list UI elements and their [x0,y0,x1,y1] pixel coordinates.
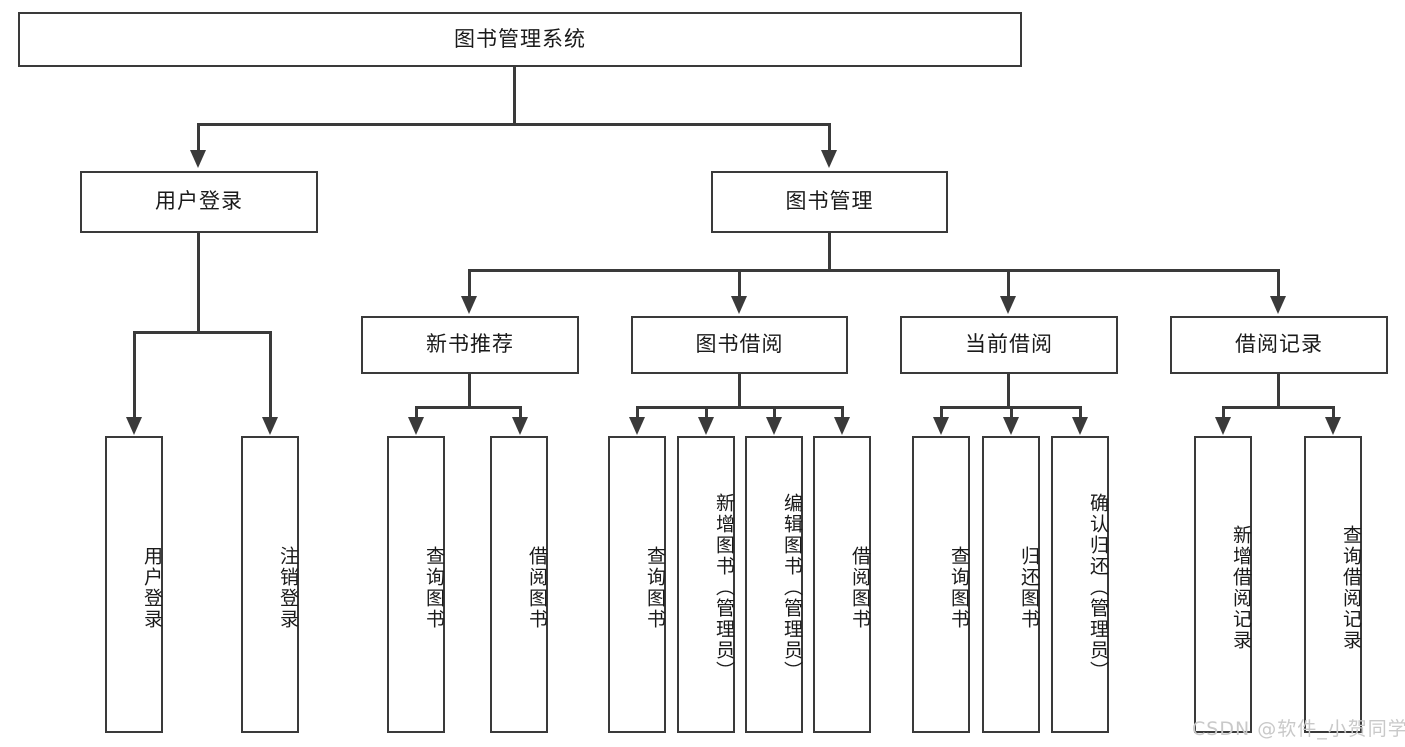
node-borrow-record[interactable]: 借阅记录 [1170,316,1388,374]
node-label: 当前借阅 [965,332,1053,357]
connector-root-stem [513,67,516,125]
arrowhead-book-borrow-l2 [698,417,714,435]
connector-book-mgmt-bar [468,269,1280,272]
arrowhead-book-mgmt-c1 [461,296,477,314]
node-root-system[interactable]: 图书管理系统 [18,12,1022,67]
node-label: 新增图书（管理员） [713,493,735,682]
node-leaf-add-book-admin[interactable]: 新增图书（管理员） [677,436,735,733]
arrowhead-user-login-l2 [262,417,278,435]
node-book-management[interactable]: 图书管理 [711,171,948,233]
arrowhead-new-book-l1 [408,417,424,435]
node-leaf-return-book[interactable]: 归还图书 [982,436,1040,733]
connector-root-to-book-mgmt [828,123,831,151]
connector-borrow-record-l1 [1222,406,1225,418]
connector-book-borrow-l2 [705,406,708,418]
connector-book-borrow-bar [636,406,844,409]
arrowhead-book-borrow-l3 [766,417,782,435]
node-leaf-query-borrow-record[interactable]: 查询借阅记录 [1304,436,1362,733]
connector-borrow-record-bar [1222,406,1335,409]
connector-current-borrow-stem [1007,374,1010,408]
connector-book-mgmt-c4 [1277,269,1280,297]
node-book-borrow[interactable]: 图书借阅 [631,316,848,374]
arrowhead-book-borrow-l4 [834,417,850,435]
node-label: 借阅记录 [1235,332,1323,357]
node-new-book-recommend[interactable]: 新书推荐 [361,316,579,374]
connector-current-borrow-l2 [1010,406,1013,418]
connector-book-borrow-stem [738,374,741,408]
node-label: 编辑图书（管理员） [781,493,803,682]
arrowhead-current-borrow-l1 [933,417,949,435]
node-leaf-edit-book-admin[interactable]: 编辑图书（管理员） [745,436,803,733]
node-leaf-borrow-book-recommend[interactable]: 借阅图书 [490,436,548,733]
connector-book-mgmt-c1 [468,269,471,297]
node-label: 借阅图书 [849,545,871,630]
node-leaf-query-book-borrow[interactable]: 查询图书 [608,436,666,733]
connector-new-book-l2 [519,406,522,418]
connector-user-login-bar [133,331,271,334]
csdn-watermark: CSDN @软件_小贺同学 [1192,718,1405,740]
arrowhead-book-mgmt-c4 [1270,296,1286,314]
node-leaf-add-borrow-record[interactable]: 新增借阅记录 [1194,436,1252,733]
connector-book-mgmt-stem [828,233,831,271]
connector-current-borrow-l1 [940,406,943,418]
connector-book-borrow-l4 [841,406,844,418]
arrowhead-book-borrow-l1 [629,417,645,435]
connector-current-borrow-l3 [1079,406,1082,418]
node-leaf-logout[interactable]: 注销登录 [241,436,299,733]
connector-user-login-stem [197,233,200,333]
node-current-borrow[interactable]: 当前借阅 [900,316,1118,374]
node-label: 图书借阅 [695,332,784,357]
arrowhead-book-mgmt-c3 [1000,296,1016,314]
connector-new-book-l1 [415,406,418,418]
arrowhead-to-user-login [190,150,206,168]
node-label: 用户登录 [141,545,163,630]
connector-root-bar [197,123,831,126]
arrowhead-current-borrow-l3 [1072,417,1088,435]
arrowhead-borrow-record-l2 [1325,417,1341,435]
connector-root-to-user-login [197,123,200,151]
connector-book-borrow-l3 [773,406,776,418]
connector-user-login-l1 [133,331,136,418]
node-leaf-query-book-recommend[interactable]: 查询图书 [387,436,445,733]
node-label: 查询借阅记录 [1340,524,1362,651]
node-label: 借阅图书 [526,545,548,630]
arrowhead-current-borrow-l2 [1003,417,1019,435]
connector-new-book-bar [415,406,522,409]
connector-user-login-l2 [269,331,272,418]
arrowhead-to-book-mgmt [821,150,837,168]
node-leaf-user-login[interactable]: 用户登录 [105,436,163,733]
node-label: 图书管理系统 [454,26,586,51]
node-user-login[interactable]: 用户登录 [80,171,318,233]
connector-book-borrow-l1 [636,406,639,418]
node-label: 确认归还（管理员） [1087,493,1109,682]
node-leaf-query-book-current[interactable]: 查询图书 [912,436,970,733]
connector-book-mgmt-c2 [738,269,741,297]
node-label: 查询图书 [644,545,666,630]
connector-borrow-record-stem [1277,374,1280,408]
node-leaf-confirm-return-admin[interactable]: 确认归还（管理员） [1051,436,1109,733]
node-label: 新增借阅记录 [1230,524,1252,651]
connector-book-mgmt-c3 [1007,269,1010,297]
node-label: 图书管理 [785,189,874,214]
arrowhead-new-book-l2 [512,417,528,435]
node-label: 用户登录 [155,189,243,214]
node-label: 查询图书 [948,545,970,630]
arrowhead-borrow-record-l1 [1215,417,1231,435]
connector-borrow-record-l2 [1332,406,1335,418]
node-label: 查询图书 [423,545,445,630]
connector-new-book-stem [468,374,471,408]
node-label: 归还图书 [1018,545,1040,630]
arrowhead-book-mgmt-c2 [731,296,747,314]
node-label: 新书推荐 [426,332,514,357]
arrowhead-user-login-l1 [126,417,142,435]
node-label: 注销登录 [277,545,299,630]
node-leaf-borrow-book[interactable]: 借阅图书 [813,436,871,733]
